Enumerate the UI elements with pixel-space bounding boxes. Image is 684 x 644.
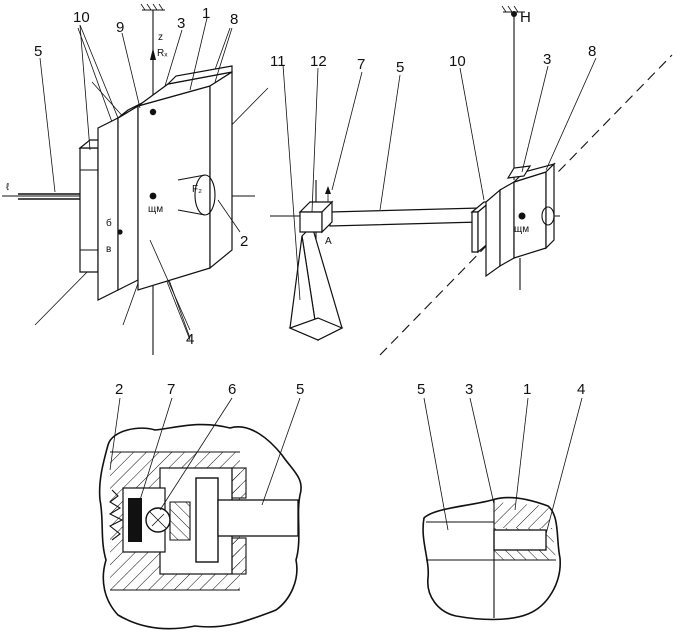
callout-10-right: 10 — [449, 53, 466, 70]
label-b1: б — [106, 217, 112, 229]
center-label: щм — [148, 204, 163, 215]
right-center-label: щм — [514, 224, 529, 235]
label-b2: в — [106, 244, 111, 255]
detail-section-right: 5 3 1 4 — [417, 381, 585, 621]
detail-left-callout-2: 2 — [115, 381, 123, 398]
callout-5-right: 5 — [396, 59, 404, 76]
axis-label-r: ℓ — [6, 182, 10, 193]
callout-11: 11 — [270, 53, 286, 70]
detail-left-callout-6: 6 — [228, 381, 236, 398]
detail-right-callout-4: 4 — [577, 381, 585, 398]
axis-label-rx: Rₓ — [157, 48, 168, 59]
h-label: H — [520, 9, 531, 26]
callout-4: 4 — [186, 331, 194, 348]
callout-8: 8 — [230, 11, 238, 28]
detail-left-callout-5: 5 — [296, 381, 304, 398]
detail-right-callout-3: 3 — [465, 381, 473, 398]
callout-5: 5 — [34, 43, 42, 60]
detail-right-callout-5: 5 — [417, 381, 425, 398]
callout-2: 2 — [240, 233, 248, 250]
force-label-f: F₂ — [192, 184, 202, 195]
left-assembly-view: Rₓ z ℓ F₂ щм — [2, 3, 269, 355]
ground-symbol — [140, 3, 165, 11]
axis-label-z: z — [158, 32, 163, 43]
right-assembly-view: H A щм — [270, 5, 673, 356]
detail-section-left: 2 7 6 5 — [98, 381, 304, 630]
callout-1: 1 — [202, 5, 210, 22]
a-label: A — [325, 236, 332, 247]
callout-12: 12 — [310, 53, 327, 70]
callout-10: 10 — [73, 9, 90, 26]
callout-3-right: 3 — [543, 51, 551, 68]
callout-3: 3 — [177, 15, 185, 32]
detail-right-callout-1: 1 — [523, 381, 531, 398]
callout-7: 7 — [357, 56, 365, 73]
callout-9: 9 — [116, 19, 124, 36]
detail-left-callout-7: 7 — [167, 381, 175, 398]
callout-8-right: 8 — [588, 43, 596, 60]
